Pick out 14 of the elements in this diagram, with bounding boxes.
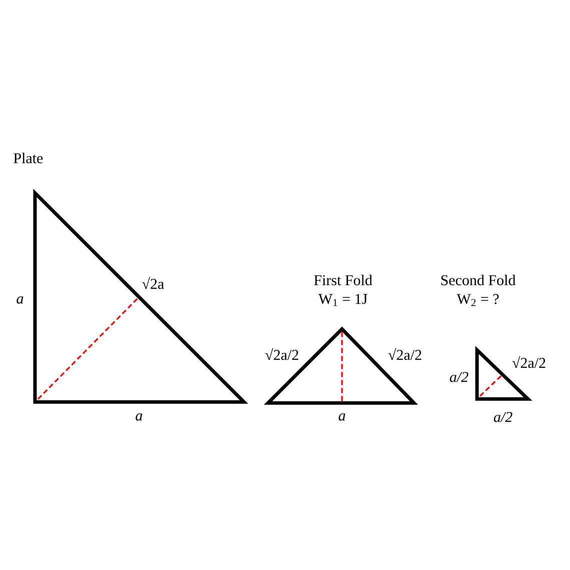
side-label: a/2: [494, 412, 512, 422]
side-label: √2a: [142, 277, 164, 289]
side-label: a: [338, 413, 346, 421]
heading: Plate: [14, 152, 43, 164]
side-label: a: [16, 296, 24, 304]
heading: Second Fold: [441, 274, 516, 286]
side-label: a/2: [450, 372, 468, 382]
heading: First Fold: [314, 274, 372, 286]
side-label: √2a/2: [388, 348, 422, 360]
side-label: √2a/2: [512, 356, 546, 368]
heading: W$_{1}$ = 1J: [318, 294, 368, 306]
side-label: a: [136, 413, 142, 421]
side-label: √2a/2: [265, 348, 298, 360]
heading: W$_{2}$ = ?: [456, 294, 499, 306]
